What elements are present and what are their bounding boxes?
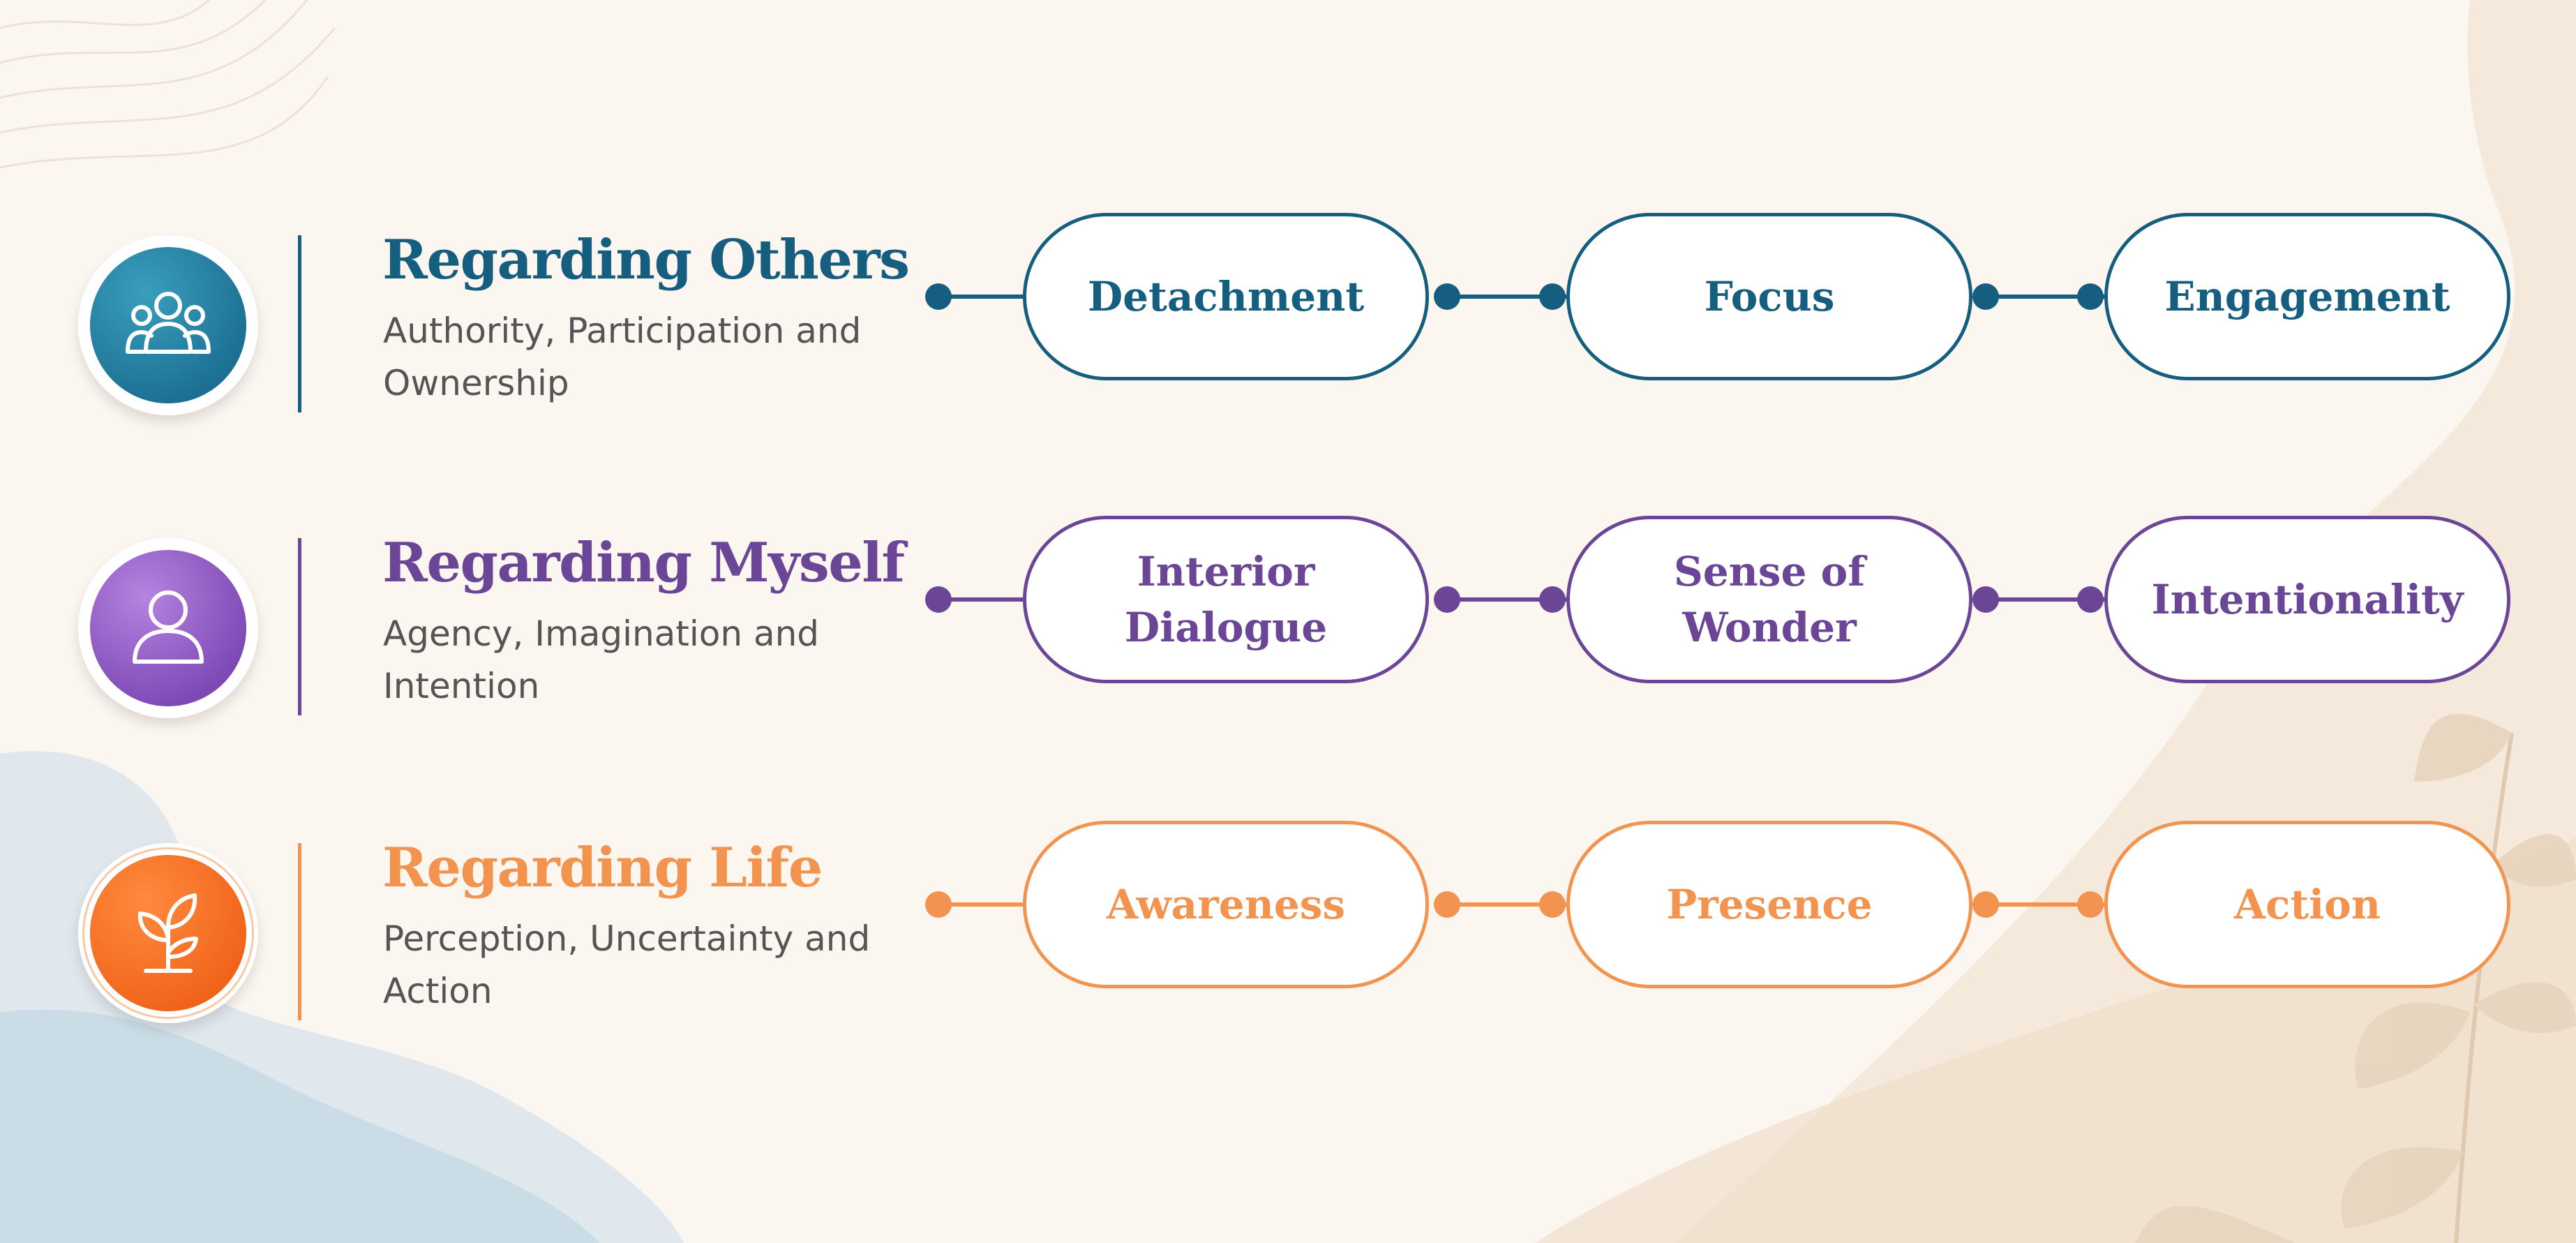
step-pill: Focus: [1566, 213, 1972, 380]
step-label: Awareness: [1107, 881, 1345, 928]
row-divider: [298, 235, 301, 412]
step-label: Engagement: [2164, 273, 2450, 320]
row-subtitle: Perception, Uncertainty and Action: [383, 918, 871, 1011]
step-label: Intentionality: [2151, 576, 2464, 623]
step-pill: Detachment: [1023, 213, 1429, 380]
row-divider: [298, 843, 301, 1020]
row-title: Regarding Myself: [382, 531, 905, 595]
step-pill: Awareness: [1023, 821, 1429, 988]
row-title: Regarding Others: [382, 228, 910, 292]
step-pill: Engagement: [2104, 213, 2510, 380]
row-subtitle: Agency, Imagination and Intention: [383, 613, 820, 706]
icon-badge: [78, 843, 258, 1023]
step-pill: Intentionality: [2104, 516, 2510, 683]
person-icon: [90, 550, 246, 706]
step-label: Presence: [1666, 881, 1873, 928]
row-title: Regarding Life: [382, 836, 823, 900]
row-regarding-life: Regarding Life Perception, Uncertainty a…: [0, 800, 2576, 1023]
step-label: Detachment: [1087, 273, 1365, 320]
step-pill: Interior Dialogue: [1023, 516, 1429, 683]
icon-badge: [78, 235, 258, 415]
step-label: Action: [2234, 881, 2381, 928]
people-group-icon: [90, 247, 246, 403]
row-subtitle: Authority, Participation and Ownership: [383, 311, 862, 403]
row-regarding-myself: Regarding Myself Agency, Imagination and…: [0, 495, 2576, 718]
step-label: Focus: [1704, 273, 1835, 320]
step-label: Interior Dialogue: [1124, 548, 1328, 651]
step-pill: Presence: [1566, 821, 1972, 988]
sprout-icon: [90, 855, 246, 1011]
row-regarding-others: Regarding Others Authority, Participatio…: [0, 192, 2576, 415]
icon-badge: [78, 538, 258, 718]
step-pill: Action: [2104, 821, 2510, 988]
step-label: Sense of Wonder: [1673, 548, 1866, 651]
icon-ring: [82, 847, 254, 1019]
row-divider: [298, 538, 301, 715]
step-pill: Sense of Wonder: [1566, 516, 1972, 683]
